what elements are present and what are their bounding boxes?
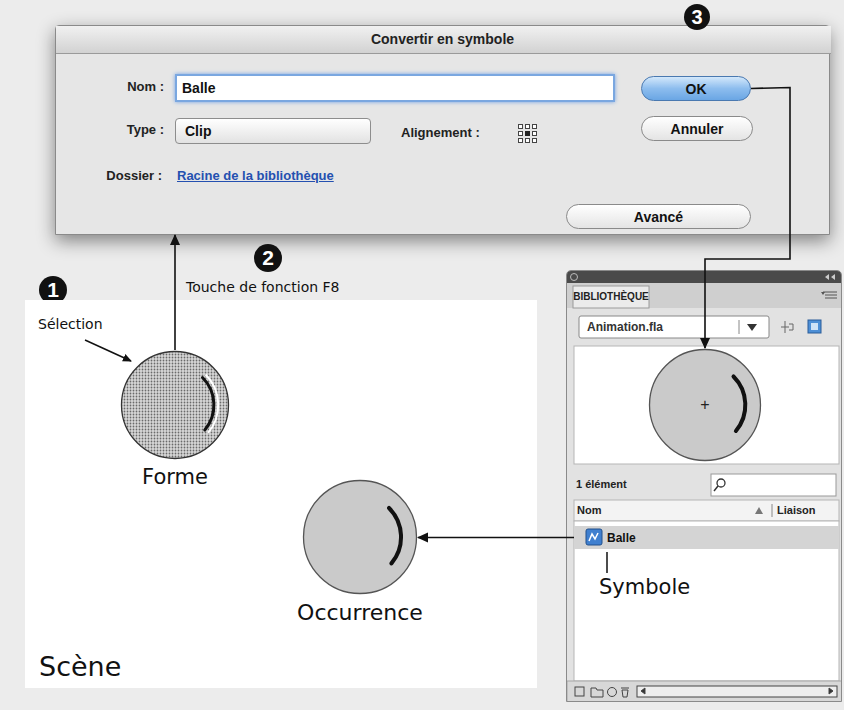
toolbar-icons xyxy=(575,686,837,697)
preview-circle-text: + xyxy=(700,396,709,414)
shape-circle-text: Forme xyxy=(50,465,300,489)
item-count: 1 élément xyxy=(576,478,627,490)
instance-circle-text: Occurrence xyxy=(232,600,488,625)
type-select-text: Clip xyxy=(185,123,211,139)
advanced-button: Avancé xyxy=(566,204,751,229)
new-library-icon xyxy=(808,320,821,333)
field-label: Alignement : xyxy=(401,125,480,140)
list-area xyxy=(574,521,839,681)
dialog-window: Convertir en symboleBalleClip OK AnnulerAv… xyxy=(55,25,830,235)
preview-area xyxy=(574,346,839,464)
panel-top-bar xyxy=(567,271,842,283)
sort-arrow xyxy=(755,507,763,514)
library-item-row: Balle xyxy=(574,526,839,549)
ok-button: OK xyxy=(641,76,751,101)
scene-panel: ScèneFormeOccurrenceSélection xyxy=(25,300,537,688)
callout-disc xyxy=(254,244,282,272)
symbol-leader xyxy=(606,552,608,573)
alignment-grid-holes xyxy=(519,125,536,142)
dialog-window-text: Convertir en symbole xyxy=(371,26,514,47)
ball-body xyxy=(122,352,229,459)
library-panel-text: BIBLIOTHÈQUE xyxy=(573,286,649,308)
search-icon xyxy=(717,479,725,487)
dropdown-divider xyxy=(739,320,740,334)
movieclip-icon-glyph xyxy=(589,533,598,541)
panel-close xyxy=(571,274,578,281)
annotation: Symbole xyxy=(599,575,690,599)
field-label: Nom : xyxy=(74,79,164,94)
annotation: Sélection xyxy=(38,316,103,332)
pin-icon xyxy=(781,321,793,333)
ball-body xyxy=(650,350,761,461)
library-panel: BIBLIOTHÈQUE + Balle Animation.fla 1 élémen… xyxy=(566,270,842,702)
cancel-button-text: Annuler xyxy=(671,121,724,137)
search-box xyxy=(711,474,836,496)
new-library-icon-inner xyxy=(811,323,818,330)
ball-body xyxy=(304,481,417,594)
search-icon-handle xyxy=(714,486,718,491)
shape-circle: Forme xyxy=(120,350,230,460)
column-header: Liaison xyxy=(777,504,816,516)
library-toolbar xyxy=(567,681,842,702)
ball-outline xyxy=(302,479,418,595)
field-label: Type : xyxy=(74,122,164,137)
alignment-grid xyxy=(518,124,537,143)
annotation: Touche de fonction F8 xyxy=(186,279,340,295)
document-name: Animation.fla xyxy=(587,320,663,334)
selection-pointer xyxy=(85,340,131,361)
name-field-text: Balle xyxy=(182,80,215,96)
dropdown-arrow xyxy=(747,324,757,331)
panel-menu xyxy=(823,292,837,298)
callout-number-text: 1 xyxy=(47,278,59,302)
callout-number: 2 xyxy=(253,243,283,273)
ball-highlight xyxy=(202,378,213,430)
column-header: Nom xyxy=(577,504,601,516)
document-dropdown xyxy=(579,316,769,338)
field-label: Dossier : xyxy=(72,168,162,183)
advanced-button-text: Avancé xyxy=(634,209,683,225)
callout-number: 3 xyxy=(683,3,711,31)
symbol-icon-art xyxy=(574,526,604,549)
cancel-button: Annuler xyxy=(641,116,753,141)
callout-number-text: 3 xyxy=(691,6,702,29)
ball-shine xyxy=(206,374,219,432)
list-header xyxy=(574,500,839,521)
tab-strip xyxy=(567,283,842,308)
panel-collapse xyxy=(825,274,835,280)
ball-highlight xyxy=(389,508,401,563)
library-item-row-text: Balle xyxy=(607,531,636,545)
scene-panel-text: Scène xyxy=(39,651,121,682)
dotted-outline xyxy=(120,350,230,460)
ok-button-text: OK xyxy=(686,81,707,97)
ball-highlight xyxy=(734,376,746,430)
panel-menu-arrow xyxy=(821,292,825,295)
flow-arrow xyxy=(705,88,790,349)
scene-art xyxy=(25,300,537,688)
flow-arrow xyxy=(418,537,574,539)
name-field: Balle xyxy=(175,74,615,102)
movieclip-icon xyxy=(586,529,602,545)
preview-circle: + xyxy=(648,348,762,462)
callout-number-text: 2 xyxy=(262,246,274,270)
instance-circle: Occurrence xyxy=(302,479,418,595)
flow-arrow xyxy=(174,235,176,350)
header-divider xyxy=(772,504,773,517)
folder-link: Racine de la bibliothèque xyxy=(177,168,334,183)
title-bar xyxy=(56,26,831,53)
panel-tab xyxy=(573,286,649,308)
title-bar-rule xyxy=(56,53,831,54)
type-select: Clip xyxy=(175,118,371,144)
callout-disc xyxy=(684,4,710,30)
